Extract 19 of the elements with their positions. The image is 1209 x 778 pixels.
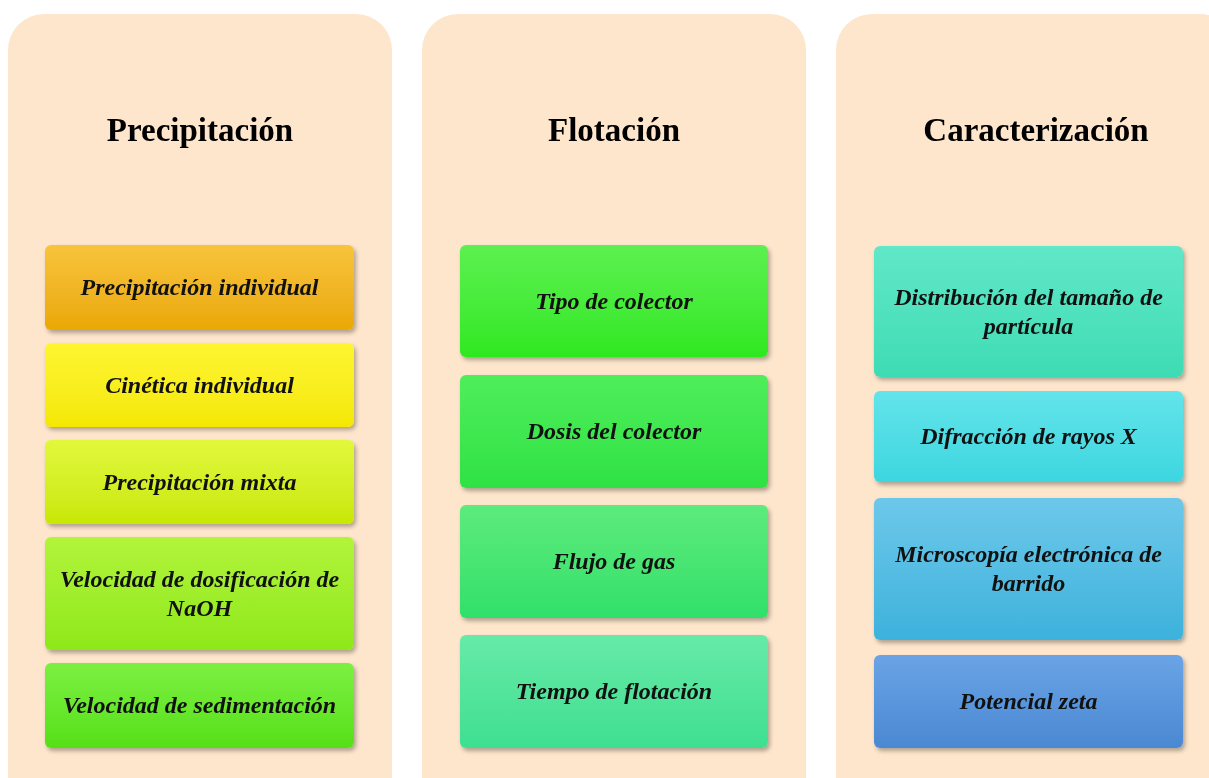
topic-box: Difracción de rayos X: [874, 391, 1183, 482]
topic-box: Tiempo de flotación: [460, 635, 768, 748]
topic-box: Tipo de colector: [460, 245, 768, 357]
topic-box: Distribución del tamaño de partícula: [874, 246, 1183, 377]
topic-box: Velocidad de dosificación de NaOH: [45, 537, 354, 650]
column-panel: [8, 14, 392, 778]
topic-box: Velocidad de sedimentación: [45, 663, 354, 748]
column-heading: Caracterización: [922, 111, 1150, 150]
topic-box: Dosis del colector: [460, 375, 768, 488]
topic-box: Potencial zeta: [874, 655, 1183, 748]
topic-box: Precipitación mixta: [45, 440, 354, 524]
topic-box: Flujo de gas: [460, 505, 768, 618]
topic-box: Cinética individual: [45, 343, 354, 427]
column-panel: [422, 14, 806, 778]
column-panel: [836, 14, 1209, 778]
topic-box: Microscopía electrónica de barrido: [874, 498, 1183, 640]
column-heading: Flotación: [547, 111, 681, 150]
column-heading: Precipitación: [105, 111, 295, 150]
topic-box: Precipitación individual: [45, 245, 354, 330]
